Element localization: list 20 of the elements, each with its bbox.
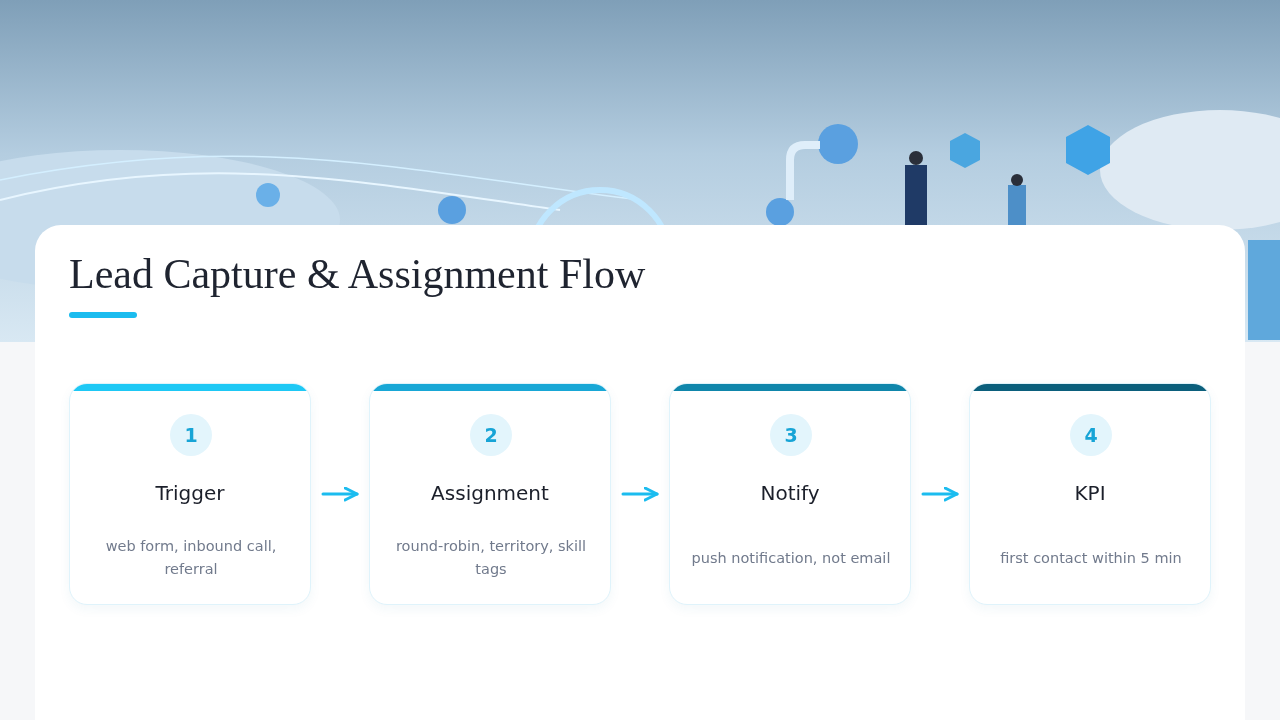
step-number: 1 [170, 414, 212, 456]
step-title: Notify [759, 481, 821, 505]
title: Lead Capture & Assignment Flow [69, 250, 646, 298]
arrow [321, 486, 359, 502]
step-title: Trigger [154, 481, 226, 505]
step-description: round-robin, territory, skill tags [394, 537, 588, 579]
step-card [369, 383, 611, 605]
step-card [669, 383, 911, 605]
step-description: push notification, not email [690, 548, 892, 568]
arrow [621, 486, 659, 502]
step-title: Assignment [430, 481, 550, 505]
step-description: web form, inbound call, referral [104, 537, 278, 579]
step-title: KPI [1073, 481, 1107, 505]
step-card [969, 383, 1211, 605]
step-number: 4 [1070, 414, 1112, 456]
step-description: first contact within 5 min [999, 548, 1183, 568]
step-number: 3 [770, 414, 812, 456]
step-number: 2 [470, 414, 512, 456]
step-card [69, 383, 311, 605]
arrow [921, 486, 959, 502]
